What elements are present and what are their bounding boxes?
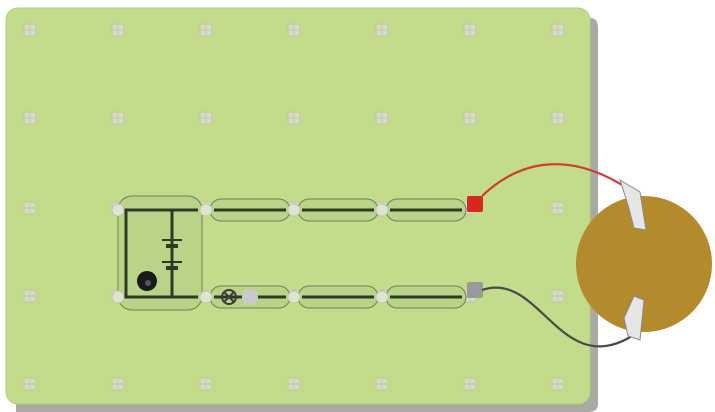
peg <box>111 111 125 125</box>
black-test-lead[interactable] <box>481 286 633 348</box>
battery-icon <box>162 239 182 270</box>
red-test-lead[interactable] <box>481 163 631 197</box>
peg <box>463 23 477 37</box>
wire-segment[interactable] <box>297 198 379 222</box>
peg <box>23 377 37 391</box>
peg <box>287 377 301 391</box>
peg <box>551 111 565 125</box>
wire-segment[interactable] <box>209 198 291 222</box>
connector-node <box>111 290 125 304</box>
peg <box>111 23 125 37</box>
red-terminal[interactable] <box>467 196 483 212</box>
battery-module-outline[interactable] <box>117 195 203 311</box>
peg <box>551 201 565 215</box>
peg <box>23 201 37 215</box>
peg <box>287 23 301 37</box>
peg <box>23 23 37 37</box>
wire-segment[interactable] <box>385 285 467 309</box>
connector-node <box>287 203 301 217</box>
lamp-bulb <box>242 289 258 305</box>
connector-node <box>199 203 213 217</box>
peg <box>287 111 301 125</box>
connector-node <box>375 290 389 304</box>
connector-node <box>287 290 301 304</box>
push-button-switch-icon[interactable] <box>137 271 157 291</box>
peg <box>199 111 213 125</box>
peg <box>463 377 477 391</box>
alligator-clip-black[interactable] <box>623 295 645 341</box>
peg <box>463 111 477 125</box>
round-copper-disc[interactable] <box>576 196 712 332</box>
peg <box>199 23 213 37</box>
peg <box>375 23 389 37</box>
peg <box>551 377 565 391</box>
peg <box>23 111 37 125</box>
peg <box>375 377 389 391</box>
connector-node <box>199 290 213 304</box>
peg <box>199 377 213 391</box>
connector-node <box>111 203 125 217</box>
alligator-clip-red[interactable] <box>619 178 647 231</box>
peg <box>551 23 565 37</box>
connector-node <box>375 203 389 217</box>
peg <box>111 377 125 391</box>
lamp-icon <box>221 289 258 305</box>
gray-terminal[interactable] <box>467 282 483 298</box>
lamp-symbol <box>221 289 237 305</box>
battery-module <box>124 210 182 296</box>
wire-segment[interactable] <box>297 285 379 309</box>
wire-segment[interactable] <box>385 198 467 222</box>
peg <box>551 289 565 303</box>
peg <box>375 111 389 125</box>
peg <box>23 289 37 303</box>
